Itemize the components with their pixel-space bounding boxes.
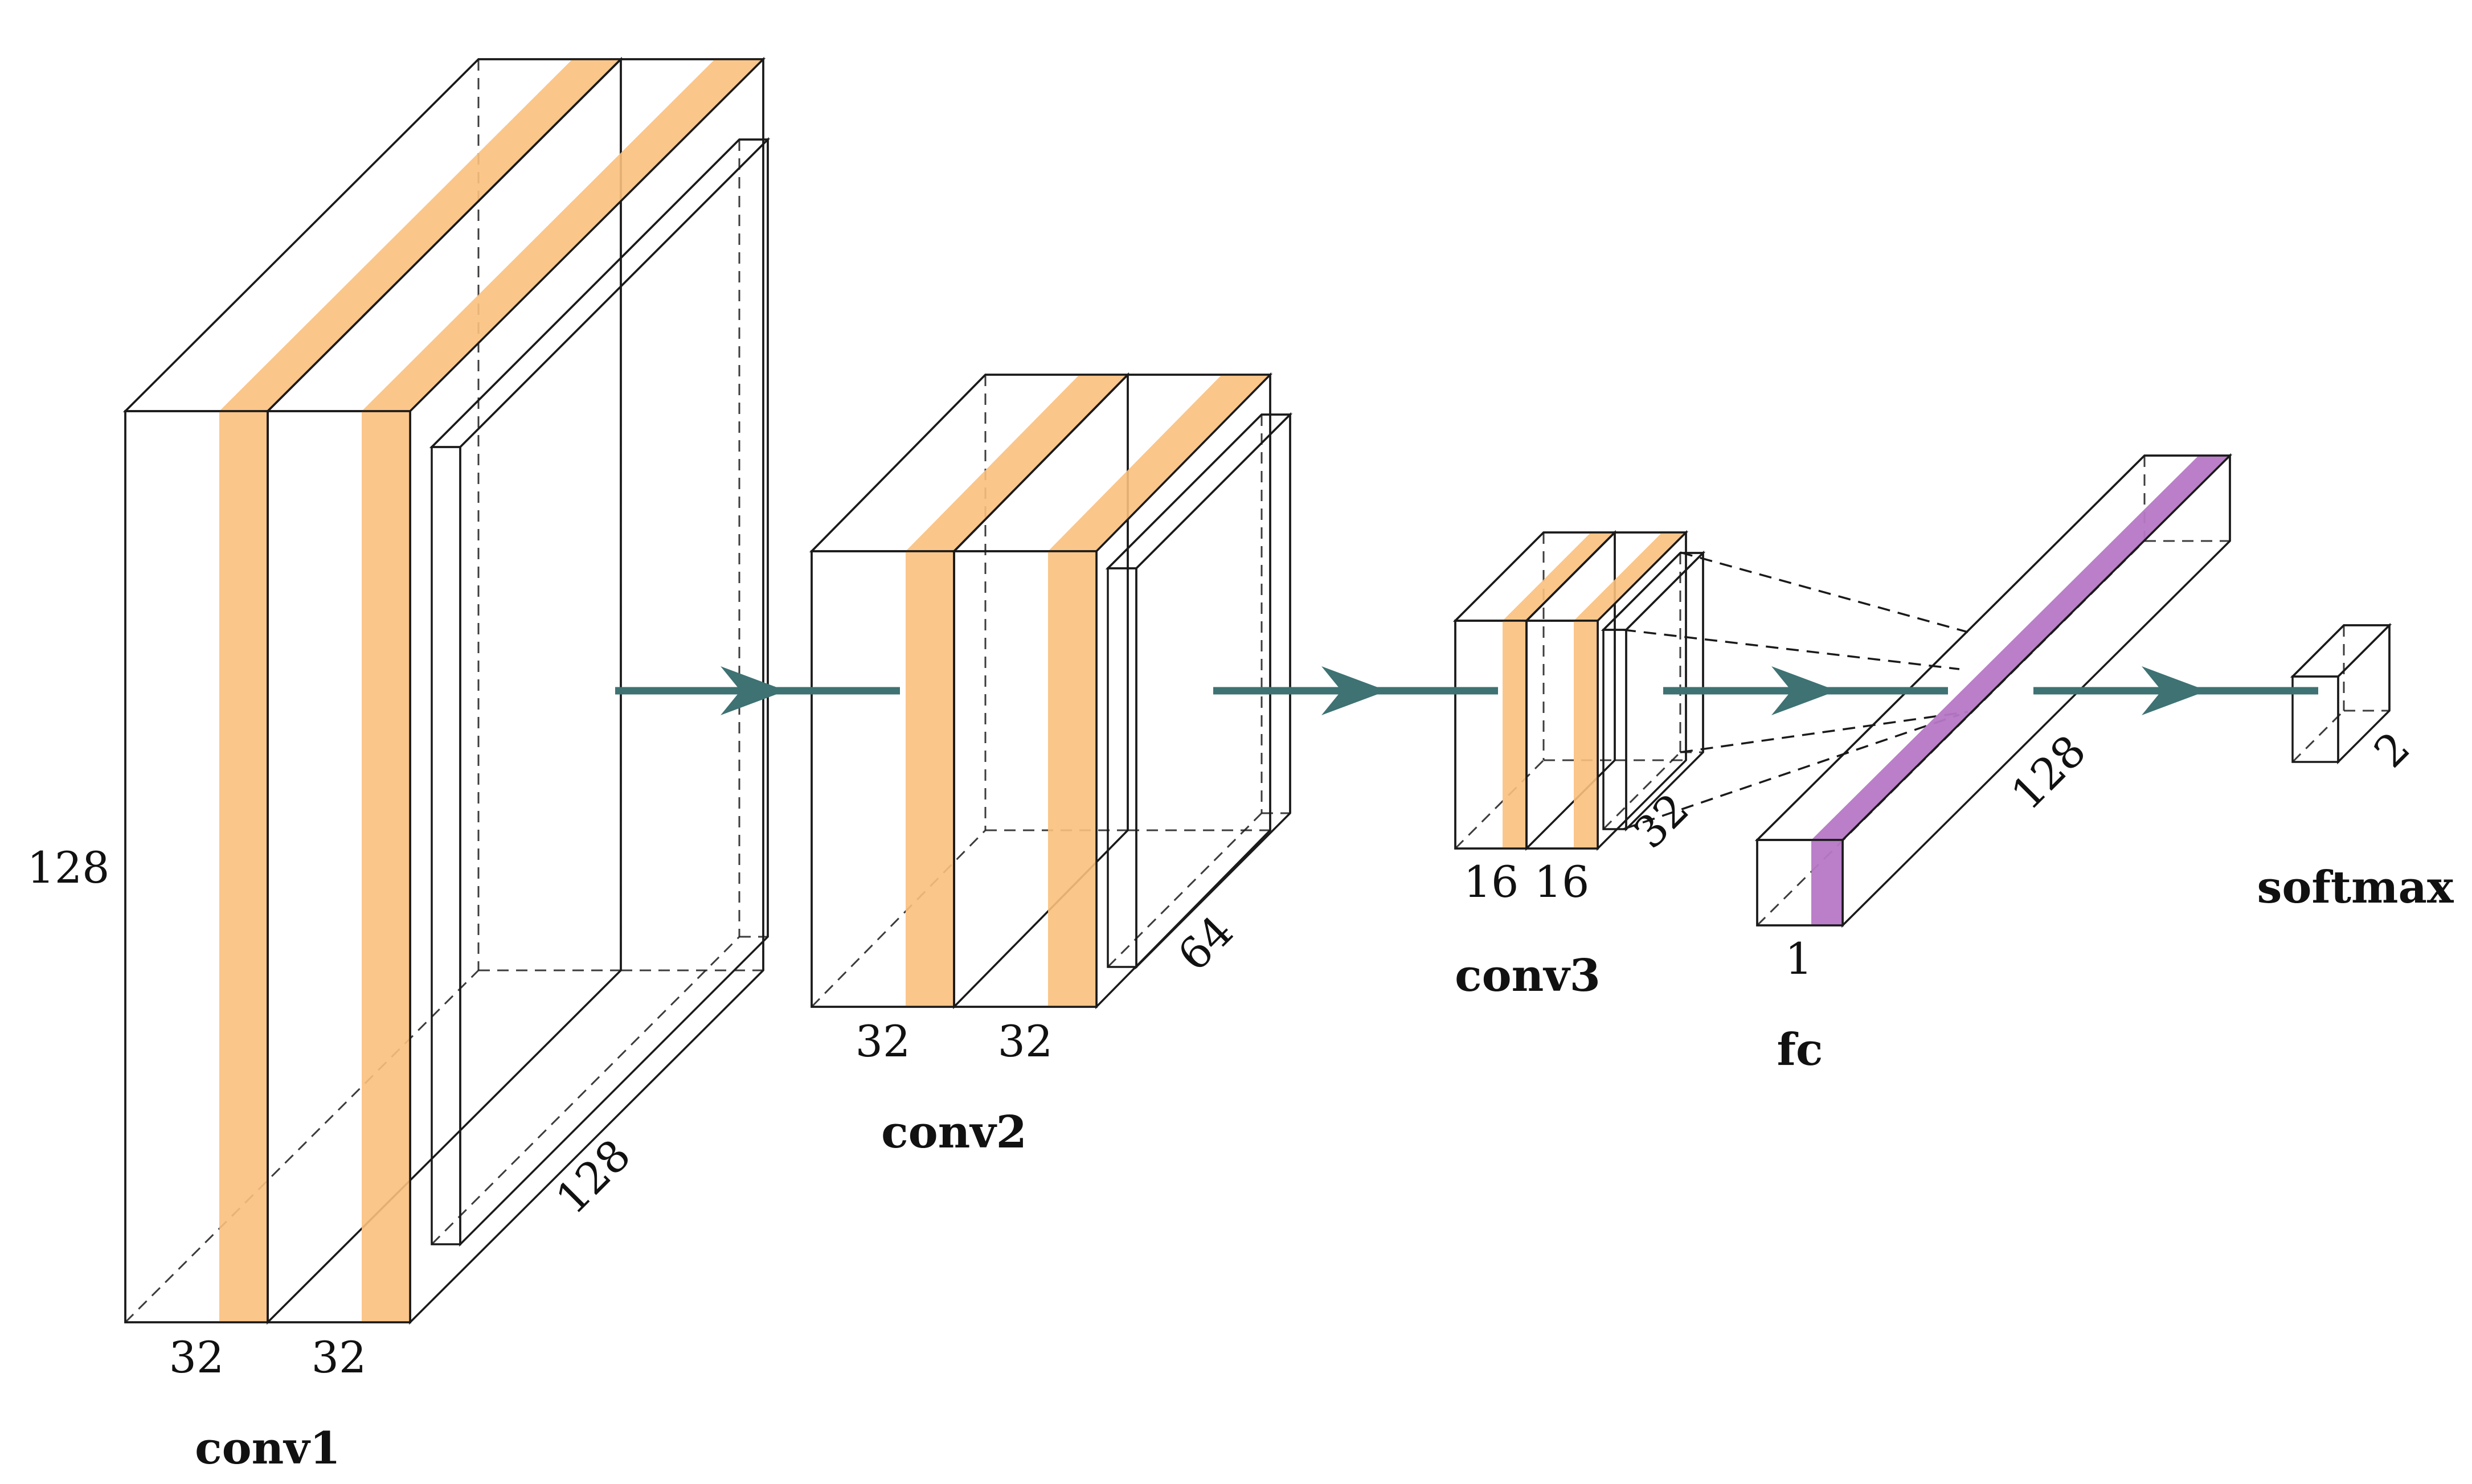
conv3-title: conv3 [1455,950,1601,1002]
conv1-width-label-1: 32 [169,1332,224,1383]
conv2-block-1 [809,372,1131,1010]
conv2-title: conv2 [881,1106,1027,1158]
conv3-depth-label: 32 [1624,784,1699,858]
conv3-block-1 [1452,530,1618,851]
conv2-width-label-2: 32 [998,1016,1053,1067]
conv1-pool [429,137,771,1247]
arrows [615,666,2318,715]
softmax-title: softmax [2257,862,2454,913]
arrow-fc-to-softmax-head [2142,666,2207,715]
conv1-block-2 [265,56,766,1325]
conv2-depth-label: 64 [1168,906,1243,981]
labels: 128 32 32 128 conv1 32 32 64 conv2 16 16… [27,722,2454,1474]
softmax-block [2290,622,2392,765]
conv1-height-label: 128 [27,842,109,893]
conv1-title: conv1 [195,1422,341,1474]
arrow-conv1-to-conv2-head [721,666,786,715]
conv3-pool [1601,550,1706,832]
conv3-to-fc-projection [1623,551,1968,830]
arrow-conv3-to-fc-head [1771,666,1837,715]
conv3-width-label-1: 16 [1464,856,1519,907]
arrow-conv2-to-conv3-head [1321,666,1387,715]
fc-block [1754,453,2233,928]
conv3-width-label-2: 16 [1534,856,1590,907]
conv3-block-2 [1524,530,1689,851]
softmax-depth-label: 2 [2364,722,2420,777]
conv2-pool [1105,412,1293,970]
fc-depth-label: 128 [2002,725,2096,820]
layer-blocks [122,56,2392,1325]
conv2-block-2 [951,372,1273,1010]
conv2-width-label-1: 32 [856,1016,911,1067]
fc-title: fc [1777,1024,1823,1076]
conv1-width-label-2: 32 [312,1332,367,1383]
fc-width-label: 1 [1785,933,1812,984]
